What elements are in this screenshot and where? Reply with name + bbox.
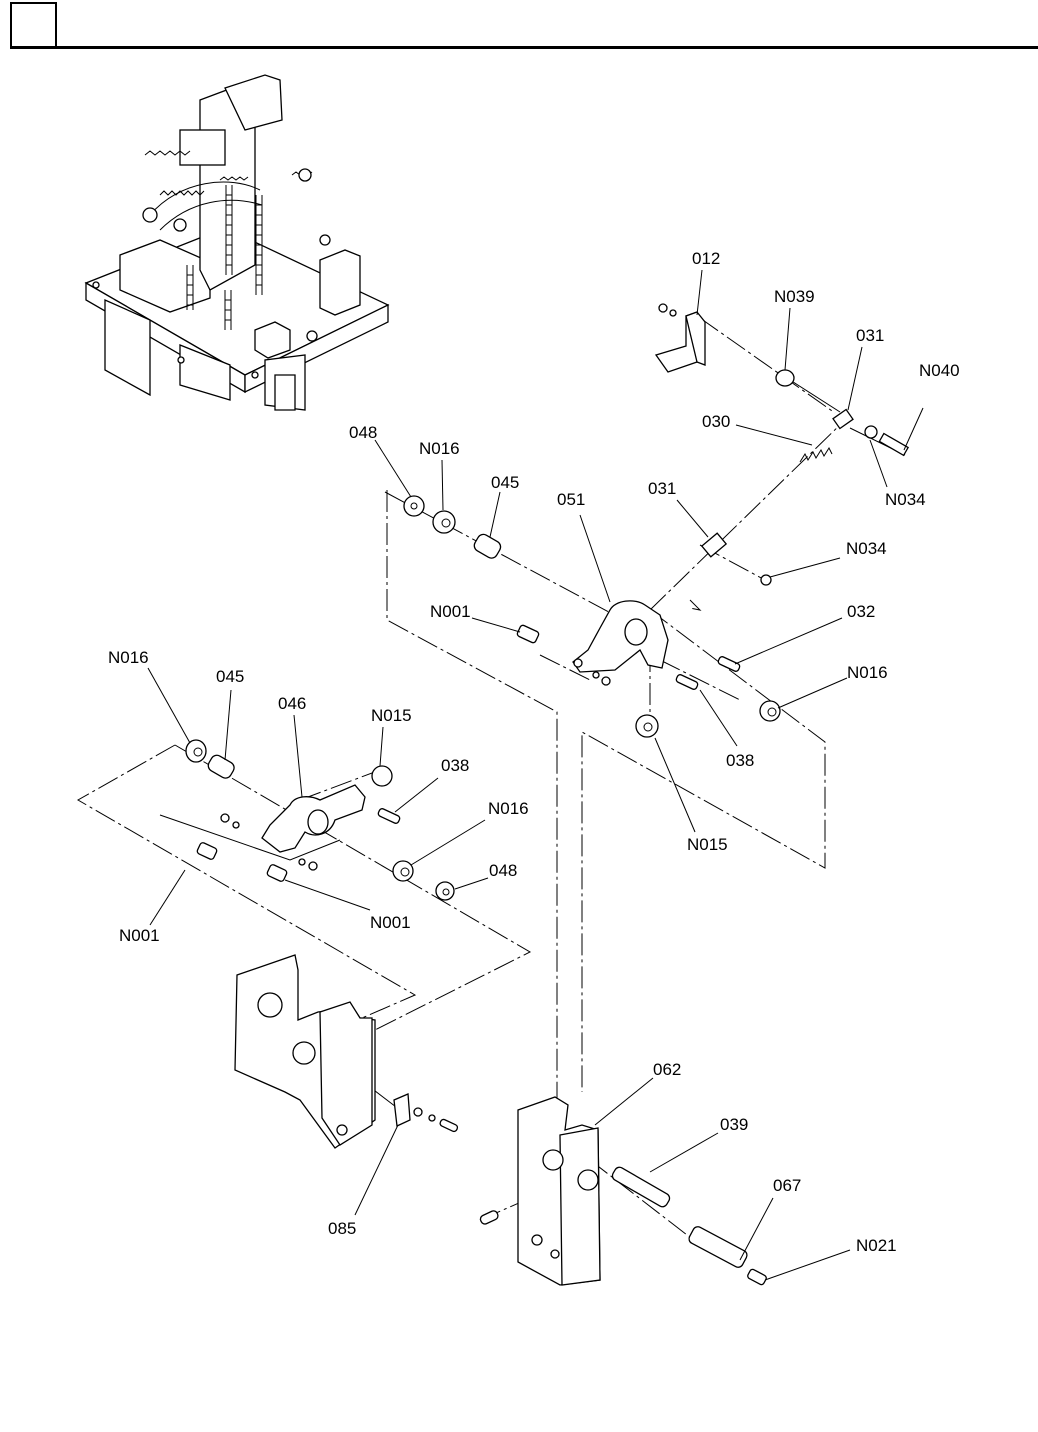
part-N001-screw-upper — [516, 624, 539, 643]
assembly-lines — [78, 318, 905, 1245]
callout-048-lower: 048 — [489, 861, 517, 880]
part-085-plate — [394, 1094, 458, 1132]
part-N016-bearing-left — [186, 740, 206, 762]
callout-012: 012 — [692, 249, 720, 268]
part-048-washer-upper — [404, 496, 424, 516]
part-067-grease-fitting — [687, 1225, 748, 1269]
part-N040-screw — [879, 434, 908, 456]
callout-N016-lower-right: N016 — [488, 799, 529, 818]
callout-039: 039 — [720, 1115, 748, 1134]
assembled-mechanism-illustration — [86, 75, 388, 410]
part-N001-screw-lower-right — [266, 864, 287, 882]
part-030-spring — [800, 448, 832, 462]
part-039-shaft — [611, 1165, 672, 1208]
callout-N039: N039 — [774, 287, 815, 306]
callout-N015-lower: N015 — [371, 706, 412, 725]
part-031-collar-top — [833, 409, 853, 428]
part-N021-nipple — [747, 1268, 768, 1285]
callout-038-upper: 038 — [726, 751, 754, 770]
callout-N040: N040 — [919, 361, 960, 380]
part-045-bushing-upper — [472, 532, 503, 560]
part-048-washer-lower — [436, 882, 454, 900]
callout-N001-lower-right: N001 — [370, 913, 411, 932]
part-012-bracket — [656, 304, 705, 372]
callout-045-upper: 045 — [491, 473, 519, 492]
callout-046: 046 — [278, 694, 306, 713]
callout-048-upper: 048 — [349, 423, 377, 442]
part-062-bracket — [479, 1097, 600, 1285]
part-051-lever — [573, 601, 668, 672]
part-N039-spacer — [776, 370, 794, 386]
part-045-bushing-lower — [206, 753, 236, 780]
callout-045-lower: 045 — [216, 667, 244, 686]
callout-N001-lower-left: N001 — [119, 926, 160, 945]
callout-038-lower: 038 — [441, 756, 469, 775]
part-N034-nut-top — [865, 426, 877, 438]
callout-N016-right: N016 — [847, 663, 888, 682]
callout-031-top: 031 — [856, 326, 884, 345]
part-N001-screw-lower-left — [196, 842, 217, 860]
part-031-collar-mid — [702, 533, 726, 557]
callout-N016-left: N016 — [108, 648, 149, 667]
callout-N015-upper: N015 — [687, 835, 728, 854]
part-038-pin-upper — [675, 674, 698, 691]
callout-N034-top: N034 — [885, 490, 926, 509]
callout-N034-mid: N034 — [846, 539, 887, 558]
callout-N021: N021 — [856, 1236, 897, 1255]
callout-N001-upper: N001 — [430, 602, 471, 621]
callout-031-mid: 031 — [648, 479, 676, 498]
callout-067: 067 — [773, 1176, 801, 1195]
callout-085: 085 — [328, 1219, 356, 1238]
part-N034-nut-mid — [761, 575, 771, 585]
callout-062: 062 — [653, 1060, 681, 1079]
callout-051: 051 — [557, 490, 585, 509]
part-N016-bearing-lower-right — [393, 861, 413, 881]
part-frame-lower-left — [235, 955, 375, 1148]
part-N015-roller-upper — [636, 715, 658, 737]
callout-030: 030 — [702, 412, 730, 431]
callout-N016-upper: N016 — [419, 439, 460, 458]
part-N015-roller-lower — [372, 766, 392, 786]
callout-032: 032 — [847, 602, 875, 621]
part-N016-bearing-right — [760, 701, 780, 721]
part-N016-bearing-upper-left — [433, 511, 455, 533]
